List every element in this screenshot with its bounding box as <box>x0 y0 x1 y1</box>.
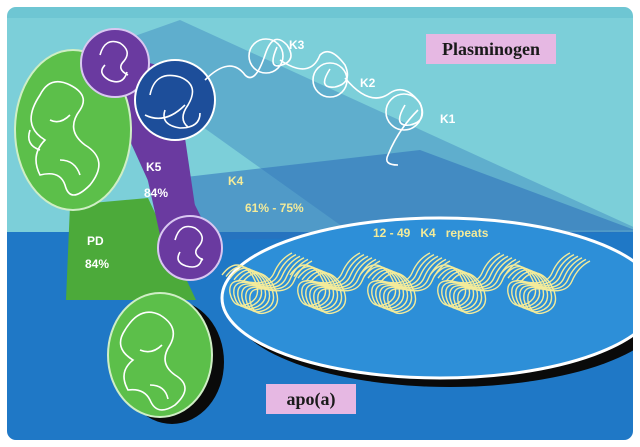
k4-projection-cone <box>95 20 636 232</box>
k4-repeat-coil-line <box>229 255 301 310</box>
k1-label: K1 <box>440 112 456 126</box>
k4-repeat-coil-line <box>375 258 447 313</box>
pd-percent: 84% <box>85 257 109 271</box>
k4-repeat-coil-line <box>441 257 513 311</box>
k4-repeat-coil-line <box>379 260 451 315</box>
k4-repeat-coil-line <box>367 255 439 310</box>
k4-repeats-label: 12 - 49 K4 repeats <box>373 226 489 240</box>
k4-repeat-coil-line <box>241 260 313 315</box>
k4-percent: 61% - 75% <box>245 201 304 215</box>
k4-repeat-coil-line <box>519 260 591 315</box>
k4-repeat-coil-line <box>503 253 575 308</box>
k4-repeat-coil-line <box>237 258 309 313</box>
k4-repeat-coil-line <box>515 258 587 313</box>
k4-label: K4 <box>228 174 244 188</box>
plasminogen-k5-domain <box>80 28 150 98</box>
k4-projection-shadow <box>160 150 636 240</box>
k4-repeat-coil-line <box>499 252 571 307</box>
plasminogen-label-box <box>426 34 556 64</box>
k4-repeat-coil-line <box>507 255 579 310</box>
pd-chain <box>27 80 100 196</box>
apoa-label-box <box>266 384 356 414</box>
k5-percent: 84% <box>144 186 168 200</box>
k3-label: K3 <box>289 38 305 52</box>
k4-repeats-ellipse <box>220 216 636 380</box>
k4-repeat-coil-line <box>433 253 505 308</box>
k4-repeat-coil-line <box>437 255 509 310</box>
pd-label: PD <box>87 234 104 248</box>
kringle-k2 <box>312 62 348 98</box>
k4-repeat-coil-line <box>225 253 297 308</box>
k4-repeat-coil-line <box>301 257 373 311</box>
k4-repeat-coil-line <box>371 257 443 311</box>
k4-repeat-coils <box>221 252 591 315</box>
k4-repeat-coil-line <box>221 252 293 307</box>
pd-projection <box>66 198 196 300</box>
k4-repeat-coil-line <box>429 252 501 307</box>
k4-repeat-coil-line <box>511 257 583 311</box>
k4-repeat-coil-line <box>359 252 431 307</box>
k4-repeat-coil-line <box>233 257 305 311</box>
kringle-k1 <box>385 93 423 131</box>
apoa-pd-domain <box>107 292 213 418</box>
apoa-title: apo(a) <box>287 389 336 410</box>
k4-repeat-coil-line <box>449 260 521 315</box>
plasminogen-title: Plasminogen <box>442 39 540 59</box>
k4-repeat-coil-line <box>293 253 365 308</box>
k2-label: K2 <box>360 76 376 90</box>
k4-repeat-coil-line <box>289 252 361 307</box>
kringle-k3 <box>248 38 284 74</box>
plasminogen-k4-domain <box>134 59 216 141</box>
apoa-k5-domain <box>157 215 223 281</box>
k5-label: K5 <box>146 160 162 174</box>
kringle-chain <box>204 38 424 166</box>
k4-repeat-coil-line <box>309 260 381 315</box>
k4-repeat-coil-line <box>445 258 517 313</box>
k4-repeat-coil-line <box>363 253 435 308</box>
k4-repeat-coil-line <box>297 255 369 310</box>
k4-repeat-coil-line <box>305 258 377 313</box>
